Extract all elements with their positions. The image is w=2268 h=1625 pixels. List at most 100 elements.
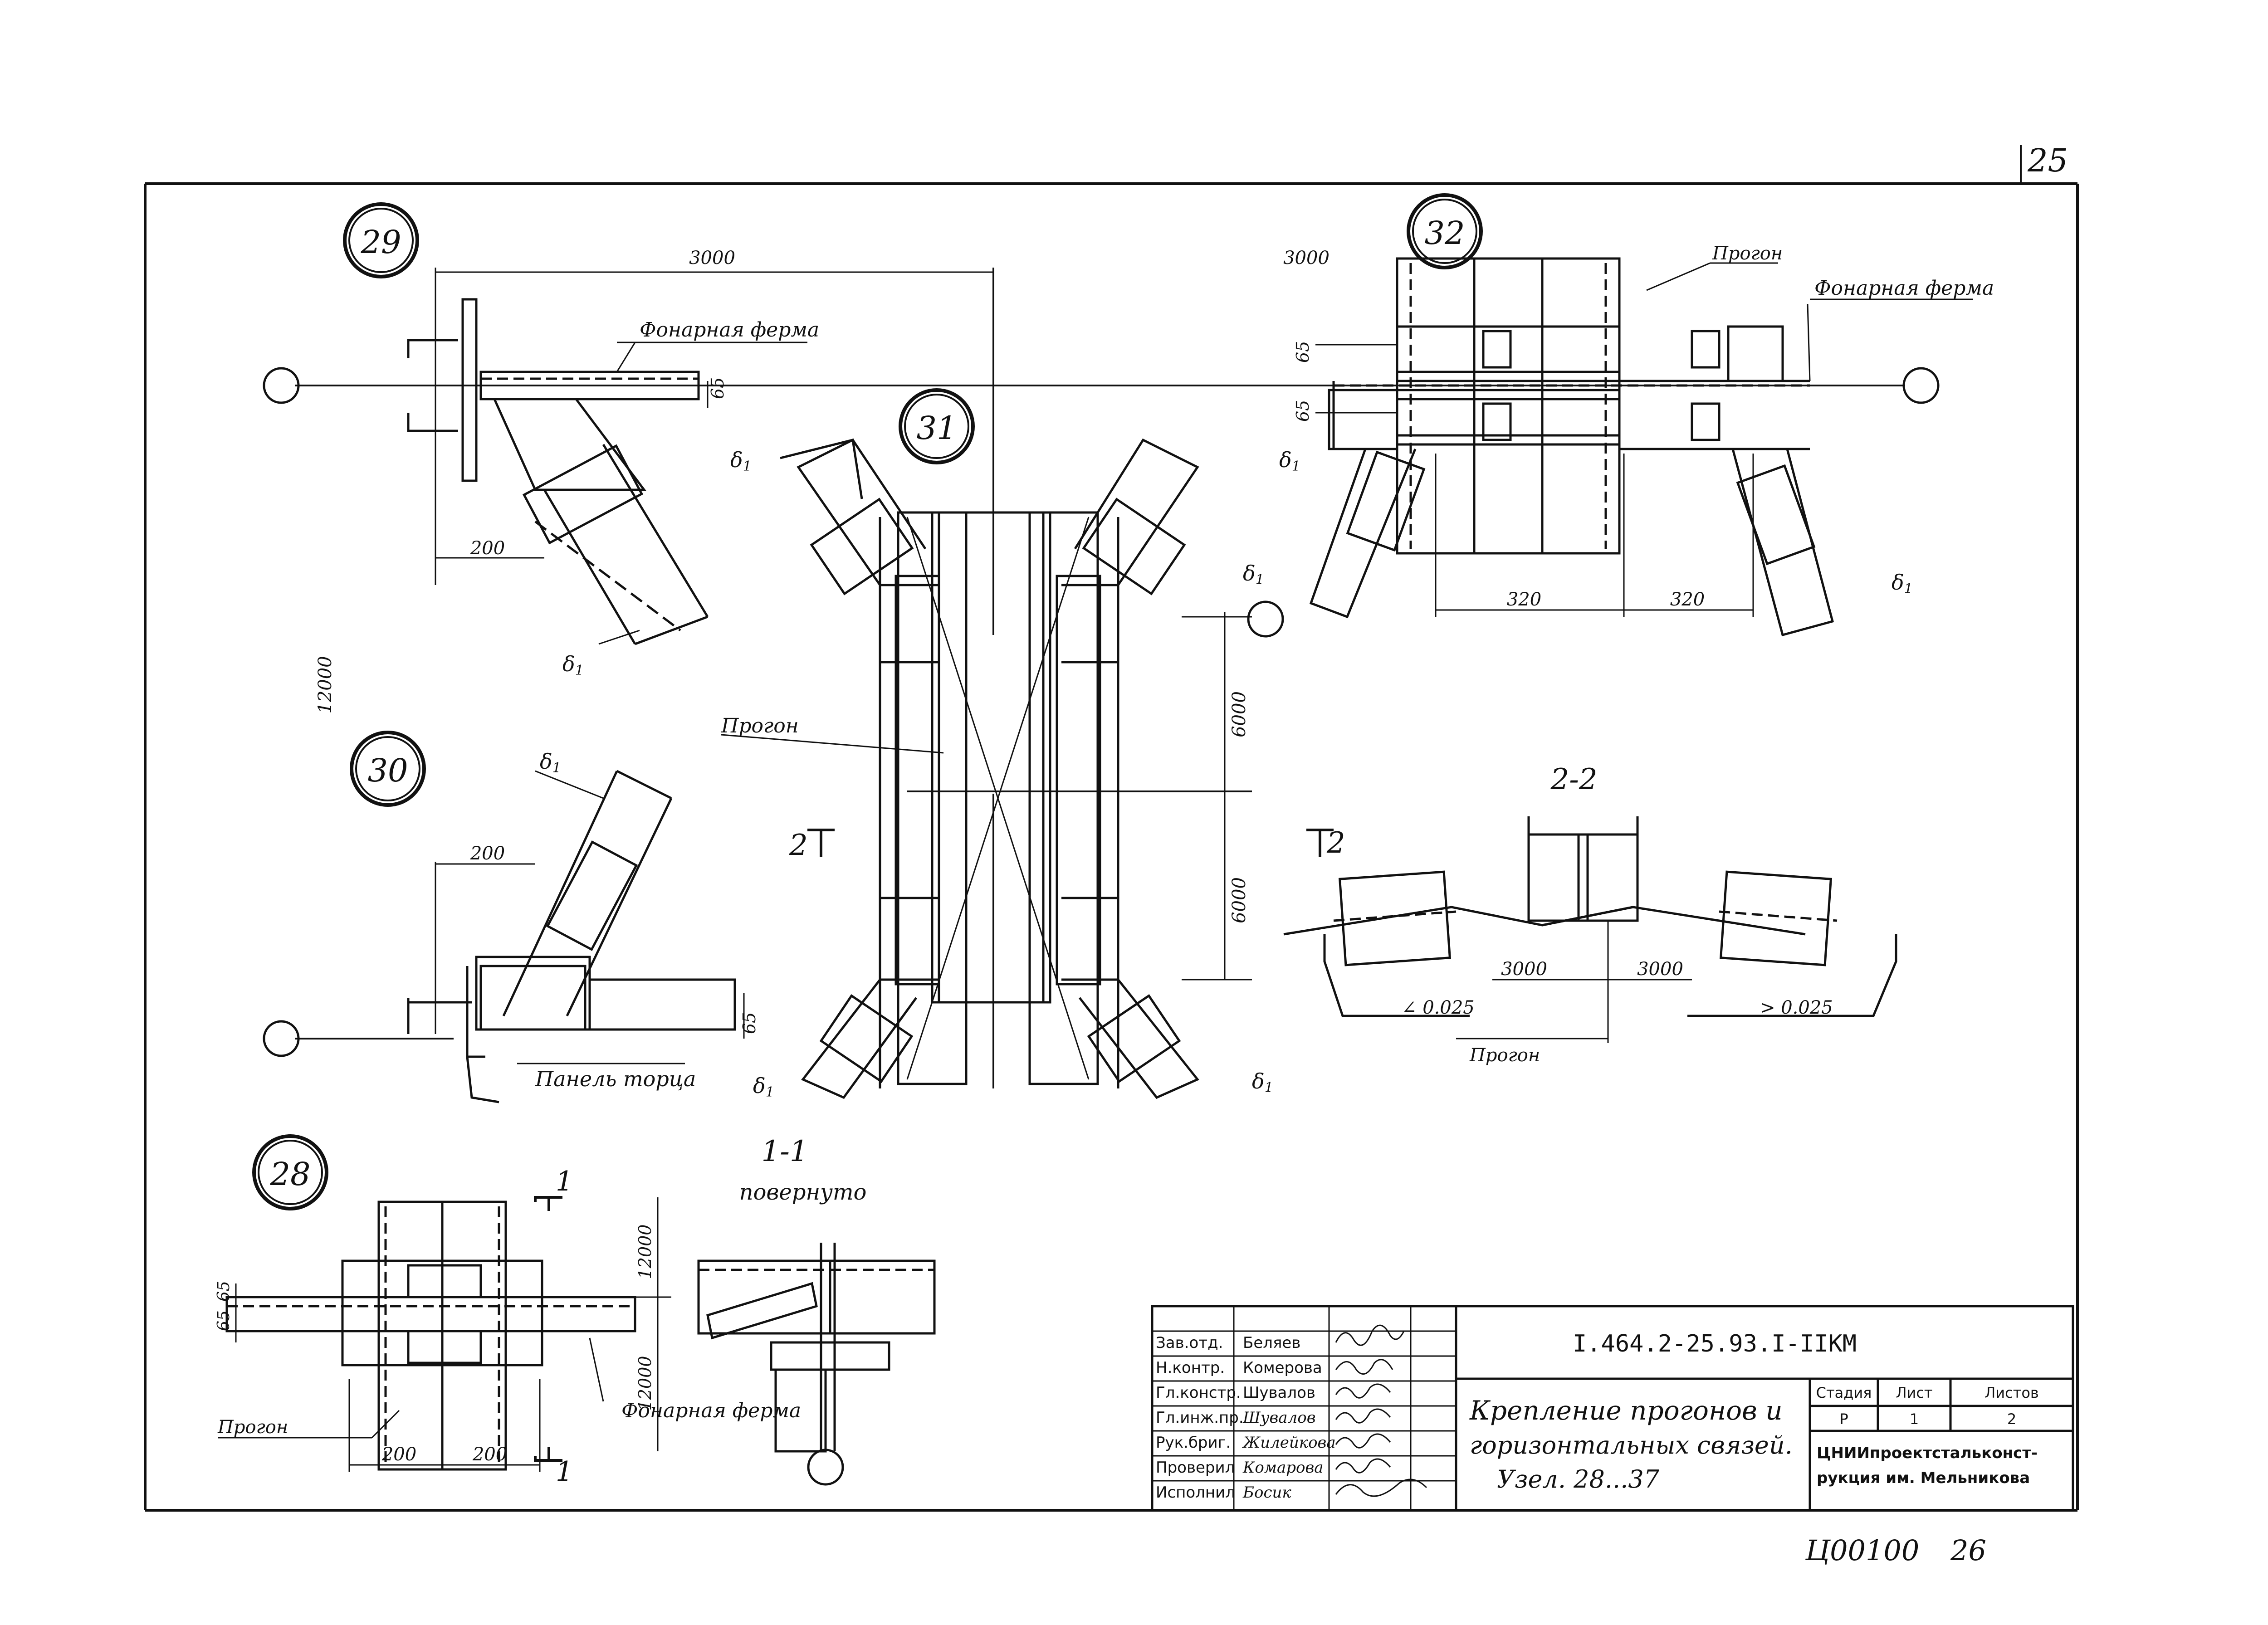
section-1-1: 1-1 повернуто: [697, 1135, 936, 1453]
svg-text:Комарова: Комарова: [1242, 1459, 1324, 1477]
svg-text:6000: 6000: [1229, 877, 1250, 923]
svg-text:Лист: Лист: [1896, 1384, 1932, 1401]
svg-text:δ1: δ1: [730, 448, 752, 474]
node-28: 28 1 1 Прогон: [215, 1134, 801, 1488]
svg-text:рукция им. Мельникова: рукция им. Мельникова: [1817, 1469, 2030, 1487]
svg-text:Зав.отд.: Зав.отд.: [1156, 1334, 1223, 1352]
svg-text:Листов: Листов: [1984, 1384, 2039, 1401]
svg-text:δ1: δ1: [1892, 570, 1913, 597]
svg-text:Крепление прогонов и: Крепление прогонов и: [1469, 1395, 1783, 1426]
svg-text:> 0.025: > 0.025: [1760, 997, 1833, 1018]
node-32-marker: [1407, 193, 1483, 269]
svg-text:6000: 6000: [1229, 691, 1250, 737]
axis-bubble-right: [1902, 367, 1940, 404]
svg-text:Прогон: Прогон: [1712, 243, 1783, 264]
svg-text:3000: 3000: [1283, 248, 1330, 268]
svg-text:Стадия: Стадия: [1816, 1384, 1872, 1401]
svg-text:δ1: δ1: [562, 652, 584, 678]
svg-text:200: 200: [470, 843, 505, 864]
svg-text:2: 2: [1326, 826, 1345, 860]
node-30: 30 12000 200 65 δ1 Панель торца: [315, 656, 759, 1103]
svg-text:Проверил: Проверил: [1156, 1459, 1235, 1477]
svg-text:3000: 3000: [689, 248, 735, 268]
title-block: Зав.отд. Н.контр. Гл.констр. Гл.инж.пр. …: [1151, 1305, 2074, 1512]
title-block-signatures: [1335, 1324, 1427, 1497]
svg-text:Фонарная ферма: Фонарная ферма: [621, 1399, 801, 1422]
section-2-2: 2-2 3000 3000 ∠ 0.025 > 0.025 Прогон: [1283, 763, 1897, 1066]
svg-text:∠ 0.025: ∠ 0.025: [1402, 997, 1475, 1018]
svg-text:δ1: δ1: [753, 1074, 774, 1100]
svg-text:3000: 3000: [1501, 959, 1547, 980]
svg-text:Фонарная ферма: Фонарная ферма: [640, 318, 819, 342]
svg-text:12000: 12000: [635, 1225, 655, 1279]
svg-text:ЦНИИпроектстальконст-: ЦНИИпроектстальконст-: [1817, 1444, 2038, 1462]
svg-text:Босик: Босик: [1242, 1483, 1291, 1502]
node-31: 31: [721, 388, 1345, 1100]
svg-text:2: 2: [789, 829, 808, 862]
svg-text:Беляев: Беляев: [1243, 1334, 1300, 1352]
svg-text:Гл.констр.: Гл.констр.: [1156, 1384, 1241, 1402]
title-block-roles: Зав.отд. Н.контр. Гл.констр. Гл.инж.пр. …: [1156, 1334, 1244, 1502]
svg-text:12000: 12000: [635, 1356, 655, 1411]
svg-text:200: 200: [472, 1444, 507, 1465]
svg-text:31: 31: [916, 410, 957, 447]
axis-bubble-center: [1247, 600, 1284, 638]
axis-bubble-left-bottom: [263, 1020, 300, 1057]
archive-number: Ц00100: [1805, 1534, 1919, 1567]
svg-text:65: 65: [1293, 341, 1313, 363]
svg-text:Исполнил: Исполнил: [1156, 1483, 1235, 1502]
svg-text:65: 65: [739, 1012, 759, 1034]
svg-text:320: 320: [1507, 589, 1541, 610]
svg-text:Шувалов: Шувалов: [1242, 1409, 1316, 1427]
svg-text:12000: 12000: [315, 656, 336, 713]
svg-text:δ1: δ1: [540, 749, 561, 776]
organization: ЦНИИпроектстальконст- рукция им. Мельник…: [1817, 1444, 2038, 1487]
svg-text:Узел. 28...37: Узел. 28...37: [1497, 1465, 1660, 1493]
svg-text:Фонарная ферма: Фонарная ферма: [1814, 277, 1994, 300]
svg-text:Комерова: Комерова: [1243, 1359, 1322, 1377]
svg-text:29: 29: [360, 224, 401, 261]
svg-text:3000: 3000: [1637, 959, 1683, 980]
node-29-marker: [343, 202, 419, 278]
svg-text:1: 1: [1910, 1410, 1919, 1428]
node-29: 29 Фонарная ферма 3000 200 65 δ1: [343, 202, 993, 678]
drawing-title: Крепление прогонов и горизонтальных связ…: [1469, 1395, 1793, 1493]
axis-bubble-left-top: [263, 367, 300, 404]
svg-text:200: 200: [470, 538, 505, 559]
node-28-marker: [252, 1134, 328, 1210]
svg-text:Гл.инж.пр.: Гл.инж.пр.: [1156, 1409, 1244, 1427]
svg-text:2-2: 2-2: [1550, 763, 1597, 796]
svg-text:Прогон: Прогон: [1469, 1045, 1540, 1066]
svg-text:320: 320: [1670, 589, 1705, 610]
svg-text:δ1: δ1: [1279, 448, 1300, 474]
svg-text:Жилейкова: Жилейкова: [1242, 1434, 1336, 1452]
node-30-marker: [350, 731, 426, 807]
svg-text:δ1: δ1: [1243, 561, 1264, 588]
axis-bubble-section11: [807, 1449, 844, 1486]
sheet-frame: [144, 182, 2079, 1512]
svg-text:Панель торца: Панель торца: [535, 1067, 696, 1091]
svg-text:Прогон: Прогон: [721, 714, 799, 737]
node-32: 32: [1243, 193, 1994, 637]
svg-text:32: 32: [1424, 215, 1465, 252]
svg-text:1: 1: [556, 1456, 573, 1488]
svg-text:2: 2: [2007, 1410, 2016, 1428]
svg-text:28: 28: [269, 1156, 310, 1193]
drawing-designation: I.464.2-25.93.I-IIKM: [1573, 1330, 1857, 1357]
svg-text:200: 200: [381, 1444, 416, 1465]
svg-text:Рук.бриг.: Рук.бриг.: [1156, 1434, 1231, 1452]
svg-text:65: 65: [1293, 400, 1313, 422]
axis-bubbles: [263, 367, 1940, 1486]
svg-text:δ1: δ1: [1252, 1069, 1273, 1096]
svg-text:65: 65: [708, 377, 728, 399]
svg-text:Н.контр.: Н.контр.: [1156, 1359, 1225, 1377]
svg-text:горизонтальных связей.: горизонтальных связей.: [1470, 1431, 1793, 1459]
svg-text:1: 1: [556, 1166, 573, 1197]
svg-text:Шувалов: Шувалов: [1243, 1384, 1315, 1402]
svg-text:Р: Р: [1839, 1410, 1848, 1428]
svg-text:Прогон: Прогон: [217, 1417, 288, 1438]
svg-text:30: 30: [367, 752, 408, 789]
svg-text:65: 65: [215, 1281, 233, 1302]
title-block-names: Беляев Комерова Шувалов Шувалов Жилейков…: [1242, 1334, 1336, 1502]
